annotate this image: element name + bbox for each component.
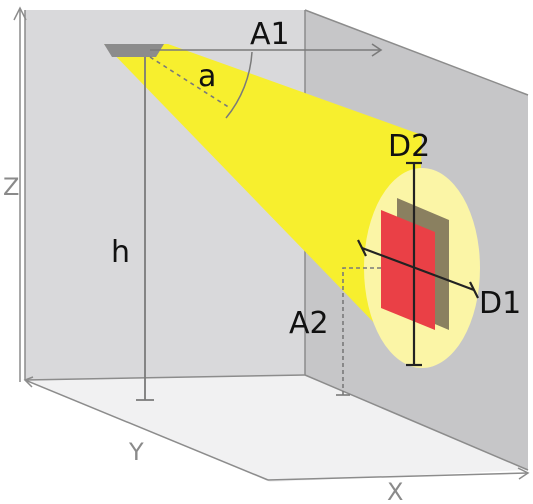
a1-arrow: [150, 43, 383, 57]
label-a2: A2: [289, 306, 329, 341]
label-axis-x: X: [387, 478, 403, 504]
label-d1: D1: [479, 286, 521, 321]
label-axis-y: Y: [128, 438, 144, 466]
label-h: h: [111, 235, 130, 270]
label-angle-a: a: [198, 59, 216, 94]
d2-dimension: [406, 161, 422, 367]
floor: [25, 375, 528, 482]
label-d2: D2: [388, 129, 430, 164]
light-beam: [104, 44, 422, 365]
artwork: [381, 210, 435, 330]
label-a1: A1: [250, 17, 290, 52]
light-fixture: [104, 44, 164, 57]
axis-z: [13, 6, 27, 382]
angle-arc: [225, 51, 253, 119]
d1-dimension: [357, 239, 479, 299]
axis-y: [23, 376, 269, 481]
label-axis-z: Z: [3, 173, 19, 201]
axis-x: [267, 467, 530, 481]
